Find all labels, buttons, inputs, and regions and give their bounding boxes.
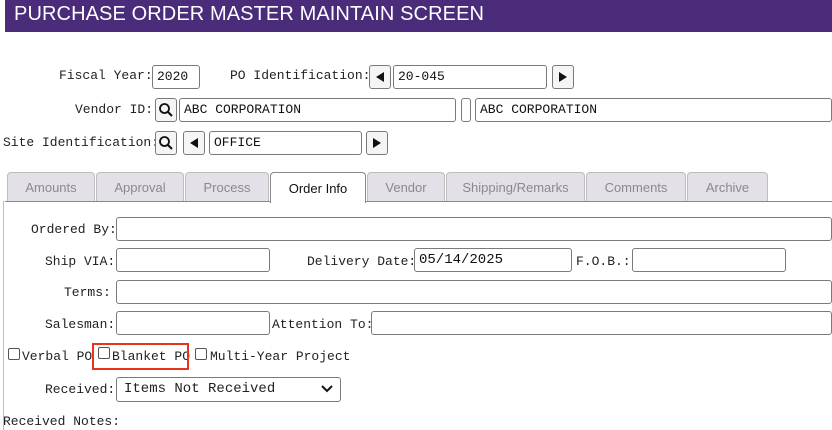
fiscal-year-label: Fiscal Year: [59,68,153,83]
magnifier-icon [159,103,173,117]
vendor-id-label: Vendor ID: [75,102,154,117]
blanket-po-label: Blanket PO [112,349,191,364]
title-bar: PURCHASE ORDER MASTER MAINTAIN SCREEN [5,0,832,32]
tab-process[interactable]: Process [185,172,269,201]
site-prev-button[interactable] [183,131,205,155]
triangle-left-icon [376,72,384,82]
fiscal-year-field[interactable]: 2020 [152,65,200,89]
attention-to-field[interactable] [371,311,832,335]
received-select[interactable]: Items Not Received [116,377,341,402]
magnifier-icon [159,136,173,150]
received-notes-label: Received Notes: [3,414,121,429]
multi-year-label: Multi-Year Project [210,349,351,364]
po-id-field[interactable]: 20-045 [393,65,547,89]
triangle-right-icon [559,72,567,82]
po-prev-button[interactable] [369,65,391,89]
tab-amounts[interactable]: Amounts [7,172,95,201]
verbal-po-label: Verbal PO [22,349,93,364]
terms-label: Terms: [64,285,111,300]
verbal-po-checkbox[interactable] [8,348,20,360]
page-title: PURCHASE ORDER MASTER MAINTAIN SCREEN [14,3,485,25]
tab-approval[interactable]: Approval [96,172,184,201]
tab-comments[interactable]: Comments [586,172,686,201]
vendor-name-field[interactable]: ABC CORPORATION [475,98,832,122]
triangle-right-icon [373,138,381,148]
ordered-by-field[interactable] [116,217,832,241]
tab-shipping-remarks[interactable]: Shipping/Remarks [446,172,585,201]
received-select-value: Items Not Received [124,381,276,397]
site-next-button[interactable] [366,131,388,155]
delivery-date-field[interactable]: 05/14/2025 [414,248,572,272]
delivery-date-label: Delivery Date: [307,254,417,269]
panel-left-border [3,201,4,430]
po-next-button[interactable] [552,65,574,89]
vendor-id-field[interactable]: ABC CORPORATION [179,98,456,122]
blanket-po-highlight [92,343,189,370]
site-id-label: Site Identification: [3,135,160,150]
attention-to-label: Attention To: [272,317,374,332]
blanket-po-checkbox[interactable] [98,347,110,359]
tab-order-info[interactable]: Order Info [270,172,366,203]
site-id-field[interactable]: OFFICE [209,131,362,155]
chevron-down-icon [321,385,333,393]
vendor-separator-field [461,98,471,122]
ship-via-field[interactable] [116,248,270,272]
triangle-left-icon [190,138,198,148]
ship-via-label: Ship VIA: [45,254,116,269]
ordered-by-label: Ordered By: [31,222,117,237]
fob-field[interactable] [632,248,786,272]
salesman-label: Salesman: [45,317,116,332]
terms-field[interactable] [116,280,832,304]
multi-year-checkbox[interactable] [195,348,207,360]
tab-vendor[interactable]: Vendor [367,172,445,201]
salesman-field[interactable] [116,311,270,335]
vendor-search-button[interactable] [155,98,177,122]
fob-label: F.O.B.: [576,254,631,269]
tab-panel-border [5,201,832,202]
tab-archive[interactable]: Archive [687,172,768,201]
site-search-button[interactable] [155,131,177,155]
received-label: Received: [45,382,116,397]
po-id-label: PO Identification: [230,68,371,83]
